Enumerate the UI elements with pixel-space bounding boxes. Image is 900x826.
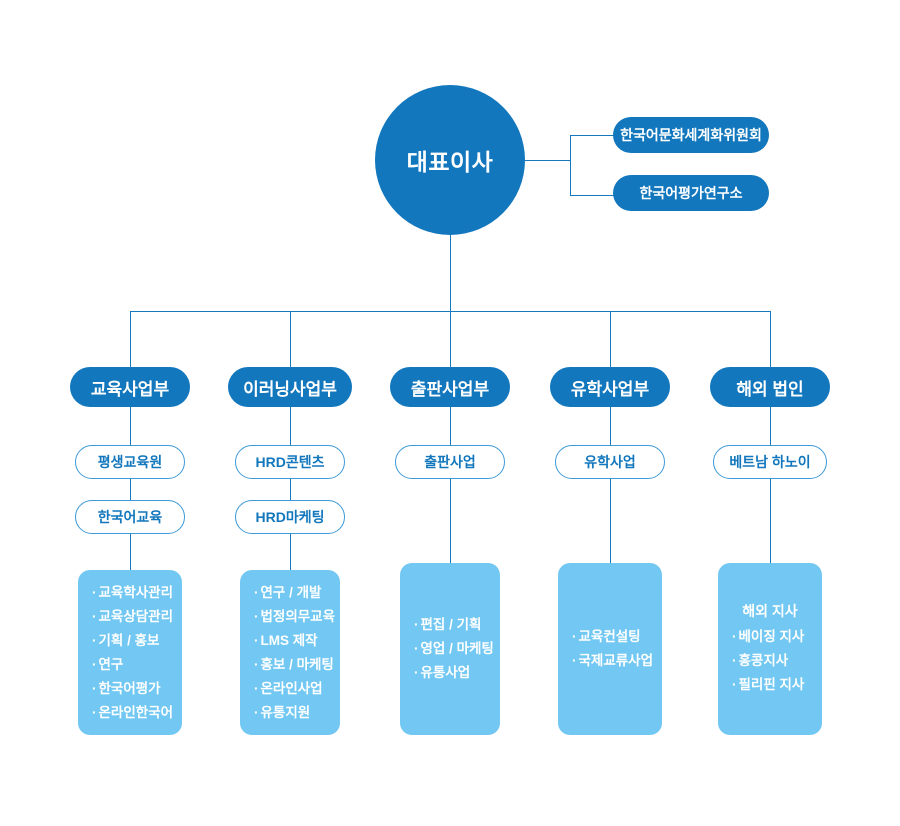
detail-item: 기획 / 홍보 bbox=[92, 629, 168, 653]
sub-unit-3-0[interactable]: 유학사업 bbox=[555, 445, 665, 479]
detail-item: 연구 bbox=[92, 653, 168, 677]
connector-sub-4-0-to-detail bbox=[770, 479, 771, 563]
connector-sub-3-0-to-detail bbox=[610, 479, 611, 563]
staff-unit-0[interactable]: 한국어문화세계화위원회 bbox=[613, 117, 769, 153]
detail-box-2: 편집 / 기획 영업 / 마케팅 유통사업 bbox=[400, 563, 500, 735]
staff-unit-1-label: 한국어평가연구소 bbox=[639, 185, 743, 201]
sub-unit-1-1[interactable]: HRD마케팅 bbox=[235, 500, 345, 534]
division-3-label: 유학사업부 bbox=[570, 379, 650, 399]
detail-box-1: 연구 / 개발 법정의무교육 LMS 제작 홍보 / 마케팅 온라인사업 유통지… bbox=[240, 570, 340, 735]
detail-item: 영업 / 마케팅 bbox=[414, 637, 494, 661]
detail-item: LMS 제작 bbox=[254, 629, 326, 653]
connector-staff-0 bbox=[570, 135, 614, 136]
connector-division-2-to-sub bbox=[450, 407, 451, 445]
connector-ceo-to-staff-bus bbox=[524, 160, 570, 161]
connector-division-0-to-sub bbox=[130, 407, 131, 445]
staff-unit-0-label: 한국어문화세계화위원회 bbox=[620, 127, 762, 143]
detail-item: 교육컨설팅 bbox=[572, 625, 648, 649]
sub-unit-4-0-label: 베트남 하노이 bbox=[729, 454, 811, 470]
sub-unit-0-0-label: 평생교육원 bbox=[97, 454, 163, 470]
detail-item: 국제교류사업 bbox=[572, 649, 654, 673]
detail-item: 온라인한국어 bbox=[92, 701, 174, 725]
connector-division-drop-2 bbox=[450, 311, 451, 367]
sub-unit-0-0[interactable]: 평생교육원 bbox=[75, 445, 185, 479]
division-2[interactable]: 출판사업부 bbox=[390, 367, 510, 407]
division-3[interactable]: 유학사업부 bbox=[550, 367, 670, 407]
detail-item: 교육학사관리 bbox=[92, 581, 174, 605]
connector-sub-0-1-to-detail bbox=[130, 534, 131, 570]
sub-unit-0-1-label: 한국어교육 bbox=[97, 509, 163, 525]
connector-staff-1 bbox=[570, 195, 614, 196]
division-2-label: 출판사업부 bbox=[410, 379, 490, 399]
staff-unit-1[interactable]: 한국어평가연구소 bbox=[613, 175, 769, 211]
connector-sub-1-1-to-detail bbox=[290, 534, 291, 570]
connector-sub-1-0-to-1-1 bbox=[290, 479, 291, 500]
detail-item: 유통지원 bbox=[254, 701, 326, 725]
detail-item: 연구 / 개발 bbox=[254, 581, 326, 605]
detail-item: 유통사업 bbox=[414, 661, 486, 685]
connector-division-drop-1 bbox=[290, 311, 291, 367]
detail-item: 온라인사업 bbox=[254, 677, 326, 701]
sub-unit-3-0-label: 유학사업 bbox=[584, 454, 636, 470]
division-4[interactable]: 해외 법인 bbox=[710, 367, 830, 407]
detail-box-3: 교육컨설팅 국제교류사업 bbox=[558, 563, 662, 735]
sub-unit-2-0[interactable]: 출판사업 bbox=[395, 445, 505, 479]
detail-list-0: 교육학사관리 교육상담관리 기획 / 홍보 연구 한국어평가 온라인한국어 bbox=[92, 581, 174, 725]
connector-division-drop-0 bbox=[130, 311, 131, 367]
detail-item: 홍콩지사 bbox=[732, 649, 808, 673]
sub-unit-4-0[interactable]: 베트남 하노이 bbox=[713, 445, 827, 479]
detail-item: 교육상담관리 bbox=[92, 605, 174, 629]
detail-item: 한국어평가 bbox=[92, 677, 168, 701]
connector-division-4-to-sub bbox=[770, 407, 771, 445]
detail-item: 베이징 지사 bbox=[732, 625, 808, 649]
ceo-node[interactable]: 대표이사 bbox=[375, 85, 525, 235]
connector-ceo-down bbox=[450, 235, 451, 311]
connector-division-drop-4 bbox=[770, 311, 771, 367]
detail-box-4: 해외 지사 베이징 지사 홍콩지사 필리핀 지사 bbox=[718, 563, 822, 735]
ceo-label: 대표이사 bbox=[406, 149, 494, 175]
sub-unit-0-1[interactable]: 한국어교육 bbox=[75, 500, 185, 534]
detail-list-2: 편집 / 기획 영업 / 마케팅 유통사업 bbox=[414, 613, 494, 685]
detail-item: 편집 / 기획 bbox=[414, 613, 486, 637]
division-0[interactable]: 교육사업부 bbox=[70, 367, 190, 407]
connector-division-drop-3 bbox=[610, 311, 611, 367]
sub-unit-1-0-label: HRD콘텐츠 bbox=[255, 454, 325, 470]
detail-item: 법정의무교육 bbox=[254, 605, 336, 629]
connector-staff-bus-vertical bbox=[570, 135, 571, 196]
connector-sub-2-0-to-detail bbox=[450, 479, 451, 563]
division-1[interactable]: 이러닝사업부 bbox=[228, 367, 352, 407]
sub-unit-1-1-label: HRD마케팅 bbox=[255, 509, 325, 525]
detail-box-0: 교육학사관리 교육상담관리 기획 / 홍보 연구 한국어평가 온라인한국어 bbox=[78, 570, 182, 735]
detail-box-4-title: 해외 지사 bbox=[742, 603, 798, 619]
detail-item: 필리핀 지사 bbox=[732, 673, 808, 697]
connector-sub-0-0-to-0-1 bbox=[130, 479, 131, 500]
sub-unit-1-0[interactable]: HRD콘텐츠 bbox=[235, 445, 345, 479]
division-0-label: 교육사업부 bbox=[90, 379, 170, 399]
connector-division-1-to-sub bbox=[290, 407, 291, 445]
division-4-label: 해외 법인 bbox=[736, 379, 804, 399]
division-1-label: 이러닝사업부 bbox=[243, 379, 337, 399]
detail-item: 홍보 / 마케팅 bbox=[254, 653, 334, 677]
connector-division-3-to-sub bbox=[610, 407, 611, 445]
detail-list-3: 교육컨설팅 국제교류사업 bbox=[572, 625, 654, 673]
detail-list-4: 베이징 지사 홍콩지사 필리핀 지사 bbox=[732, 625, 808, 697]
sub-unit-2-0-label: 출판사업 bbox=[424, 454, 476, 470]
detail-list-1: 연구 / 개발 법정의무교육 LMS 제작 홍보 / 마케팅 온라인사업 유통지… bbox=[254, 581, 336, 725]
